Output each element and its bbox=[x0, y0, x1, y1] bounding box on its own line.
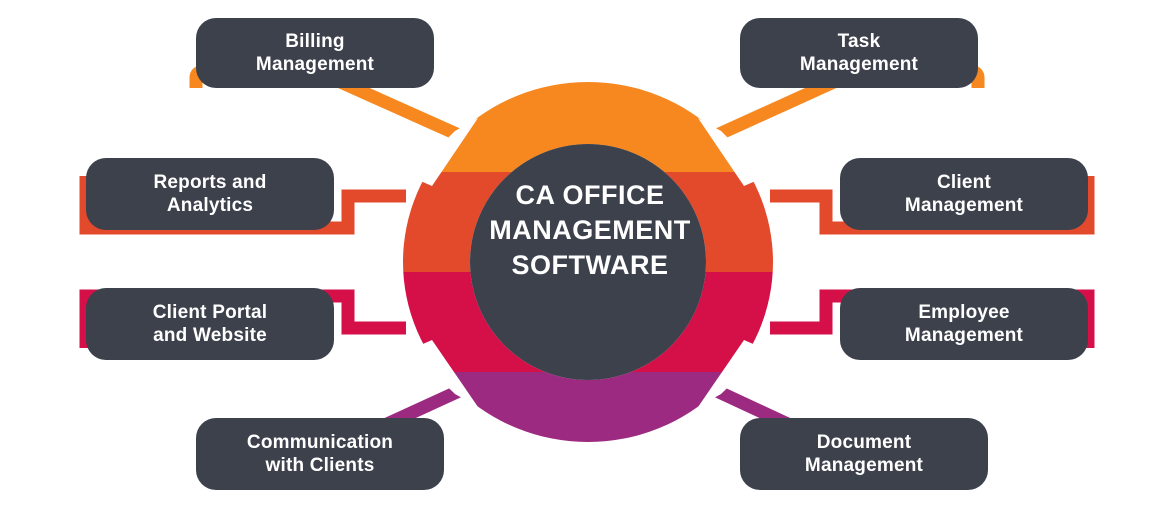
node-billing-management[interactable]: Billing Management bbox=[196, 18, 434, 88]
hub-center-circle bbox=[470, 144, 706, 380]
node-label-billing-management: Billing Management bbox=[255, 30, 375, 75]
node-label-document-management: Document Management bbox=[804, 431, 924, 476]
node-employee-management[interactable]: Employee Management bbox=[840, 288, 1088, 360]
node-document-management[interactable]: Document Management bbox=[740, 418, 988, 490]
node-client-management[interactable]: Client Management bbox=[840, 158, 1088, 230]
node-label-client-portal-and-website: Client Portal and Website bbox=[152, 301, 268, 346]
node-label-client-management: Client Management bbox=[904, 171, 1024, 216]
connector-client-management bbox=[770, 176, 1095, 235]
node-label-employee-management: Employee Management bbox=[904, 301, 1024, 346]
node-label-reports-and-analytics: Reports and Analytics bbox=[153, 171, 267, 216]
node-reports-and-analytics[interactable]: Reports and Analytics bbox=[86, 158, 334, 230]
node-client-portal-and-website[interactable]: Client Portal and Website bbox=[86, 288, 334, 360]
node-label-task-management: Task Management bbox=[799, 30, 919, 75]
ring-gaps bbox=[409, 118, 767, 407]
node-communication-with-clients[interactable]: Communication with Clients bbox=[196, 418, 444, 490]
node-task-management[interactable]: Task Management bbox=[740, 18, 978, 88]
node-label-communication-with-clients: Communication with Clients bbox=[246, 431, 394, 476]
connector-employee-management bbox=[770, 289, 1095, 348]
